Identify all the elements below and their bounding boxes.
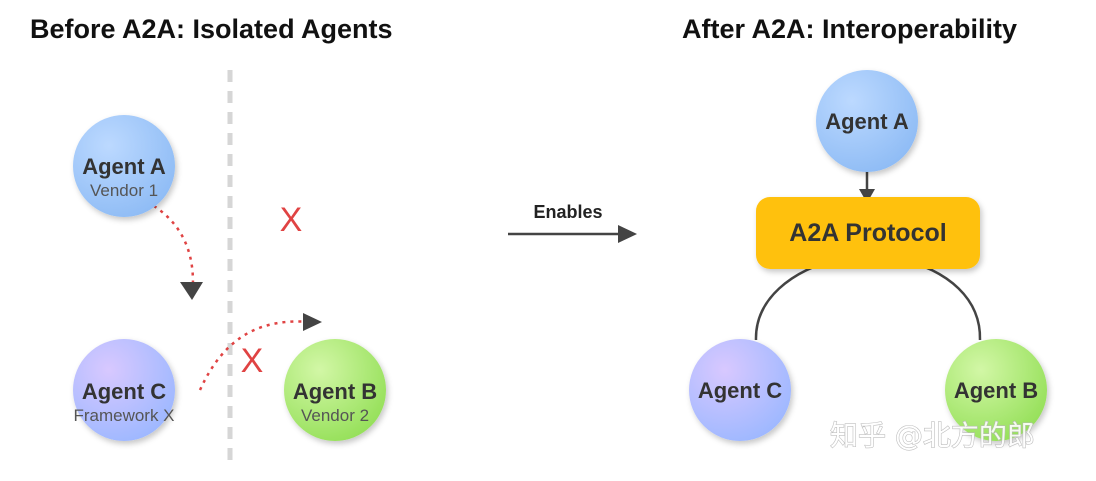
after-agent-a-node: Agent A	[816, 70, 918, 172]
after-agent-b-name: Agent B	[954, 378, 1038, 403]
before-agent-a-circle	[73, 115, 175, 217]
after-c-to-protocol-line	[754, 256, 843, 341]
a2a-protocol-box	[756, 197, 980, 269]
after-agent-a-circle	[816, 70, 918, 172]
blocked-mark-bottom: X	[241, 342, 264, 380]
before-agent-b-name: Agent B	[293, 379, 377, 404]
attempt-a-to-c-arrowhead	[180, 282, 203, 300]
blocked-mark-top: X	[280, 201, 303, 239]
before-agent-c-circle	[73, 339, 175, 441]
after-agent-c-node: Agent C	[689, 339, 791, 441]
before-title: Before A2A: Isolated Agents	[30, 14, 393, 44]
after-agent-a-name: Agent A	[825, 109, 909, 134]
before-agent-c-node: Agent C Framework X	[73, 339, 175, 441]
a2a-protocol-node: A2A Protocol	[756, 197, 980, 269]
after-agent-b-node: Agent B	[945, 339, 1047, 441]
attempt-a-to-c-line	[139, 196, 195, 299]
before-agent-b-circle	[284, 339, 386, 441]
enables-arrowhead	[618, 225, 637, 243]
after-title: After A2A: Interoperability	[682, 14, 1017, 44]
before-agent-a-sub: Vendor 1	[90, 181, 158, 200]
enables-label: Enables	[533, 202, 602, 222]
after-b-to-protocol-line	[895, 256, 982, 341]
before-agent-b-sub: Vendor 2	[301, 406, 369, 425]
after-a-to-protocol-arrowhead	[859, 189, 875, 203]
before-agent-c-name: Agent C	[82, 379, 166, 404]
attempt-c-to-b-arrowhead	[303, 313, 322, 331]
a2a-protocol-label: A2A Protocol	[789, 219, 946, 247]
before-agent-a-name: Agent A	[82, 154, 166, 179]
watermark: 知乎 @北方的郎	[830, 419, 1035, 452]
before-agent-c-sub: Framework X	[73, 406, 174, 425]
after-agent-c-name: Agent C	[698, 378, 782, 403]
attempt-c-to-b-line	[198, 320, 313, 391]
after-agent-c-circle	[689, 339, 791, 441]
after-agent-b-circle	[945, 339, 1047, 441]
before-agent-a-node: Agent A Vendor 1	[73, 115, 175, 217]
before-agent-b-node: Agent B Vendor 2	[284, 339, 386, 441]
